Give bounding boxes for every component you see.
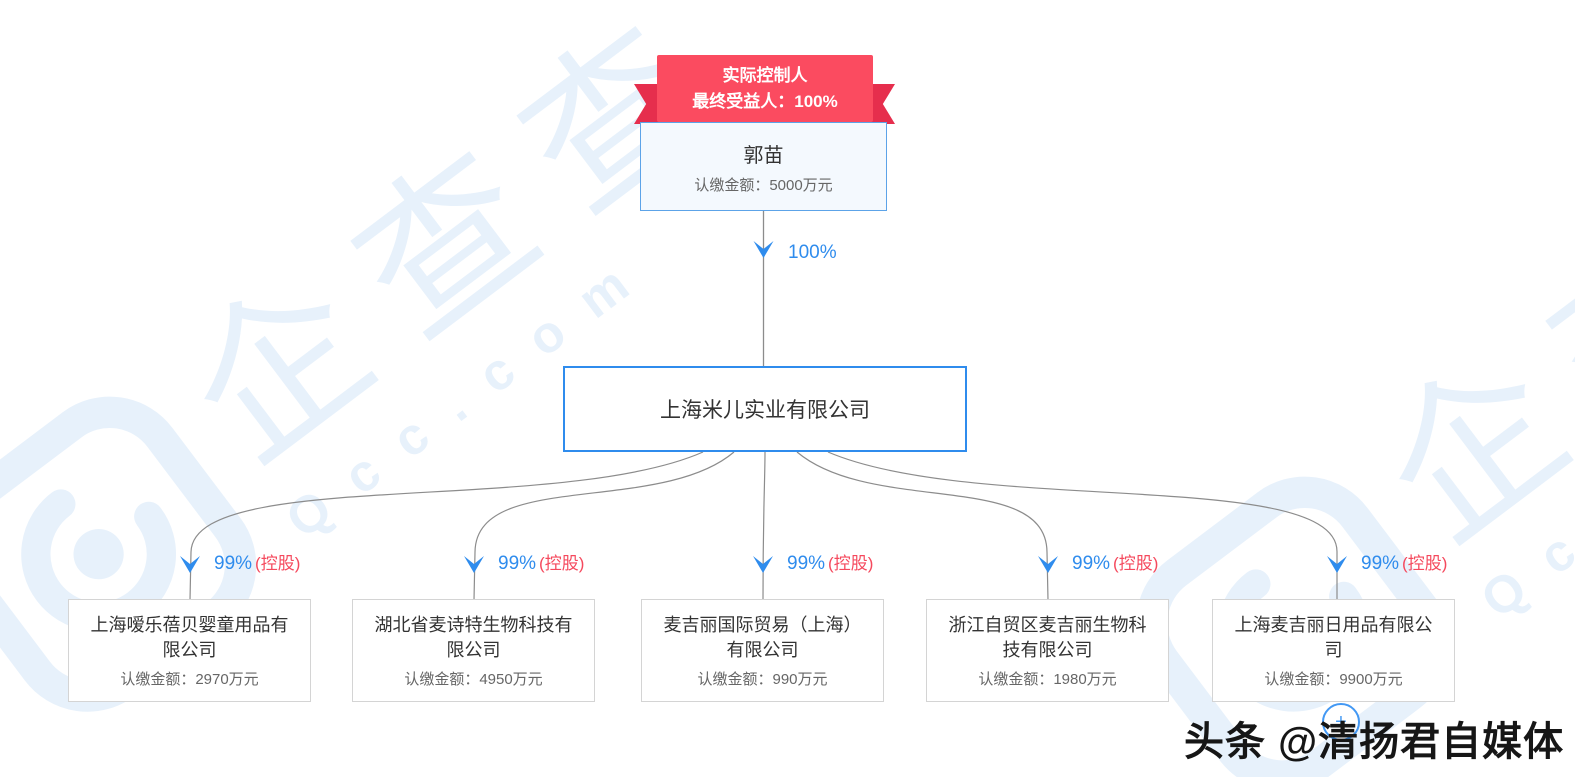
subsidiary-amount: 认缴金额：990万元 xyxy=(697,670,828,688)
ownership-percent: 99% xyxy=(787,553,826,574)
controller-amount: 认缴金额：5000万元 xyxy=(694,177,833,194)
watermark-cn-text: 企查查 xyxy=(1352,50,1575,577)
subsidiary-node[interactable]: 湖北省麦诗特生物科技有限公司 认缴金额：4950万元 xyxy=(352,599,595,702)
subsidiary-node[interactable]: 上海嗳乐蓓贝婴童用品有限公司 认缴金额：2970万元 xyxy=(68,599,311,702)
subsidiary-amount: 认缴金额：4950万元 xyxy=(404,670,543,688)
holding-tag: (控股) xyxy=(828,554,874,573)
subsidiary-name: 上海嗳乐蓓贝婴童用品有限公司 xyxy=(90,614,289,660)
holding-tag: (控股) xyxy=(255,554,301,573)
main-company-name: 上海米儿实业有限公司 xyxy=(660,399,870,422)
controller-ribbon: 实际控制人 最终受益人：100% xyxy=(657,55,873,122)
ownership-percent: 99% xyxy=(1361,553,1400,574)
root-ownership-percent: 100% xyxy=(788,242,837,263)
ownership-label: 99%(控股) xyxy=(787,549,873,575)
ownership-label: 99%(控股) xyxy=(1072,549,1158,575)
subsidiary-node[interactable]: 浙江自贸区麦吉丽生物科技有限公司 认缴金额：1980万元 xyxy=(926,599,1169,702)
ownership-percent: 99% xyxy=(498,553,537,574)
subsidiary-amount: 认缴金额：9900万元 xyxy=(1264,670,1403,688)
controller-name: 郭苗 xyxy=(743,145,784,167)
main-company-node[interactable]: 上海米儿实业有限公司 xyxy=(563,366,967,452)
subsidiary-name: 浙江自贸区麦吉丽生物科技有限公司 xyxy=(948,614,1147,660)
ownership-percent: 99% xyxy=(1072,553,1111,574)
holding-tag: (控股) xyxy=(539,554,585,573)
subsidiary-amount: 认缴金额：2970万元 xyxy=(120,670,259,688)
ribbon-line2: 最终受益人：100% xyxy=(692,92,838,111)
holding-tag: (控股) xyxy=(1402,554,1448,573)
ownership-label: 99%(控股) xyxy=(214,549,300,575)
subsidiary-node[interactable]: 麦吉丽国际贸易（上海）有限公司 认缴金额：990万元 xyxy=(641,599,884,702)
ownership-percent: 99% xyxy=(214,553,253,574)
ribbon-line1: 实际控制人 xyxy=(722,66,808,85)
subsidiary-node[interactable]: 上海麦吉丽日用品有限公司 认缴金额：9900万元 xyxy=(1212,599,1455,702)
subsidiary-amount: 认缴金额：1980万元 xyxy=(978,670,1117,688)
controller-node[interactable]: 郭苗 认缴金额：5000万元 xyxy=(640,122,887,211)
subsidiary-name: 上海麦吉丽日用品有限公司 xyxy=(1234,614,1433,660)
toutiao-author-watermark: 头条 @清扬君自媒体 xyxy=(1184,720,1565,764)
ownership-label: 99%(控股) xyxy=(1361,549,1447,575)
ownership-label: 99%(控股) xyxy=(498,549,584,575)
holding-tag: (控股) xyxy=(1113,554,1159,573)
subsidiary-name: 湖北省麦诗特生物科技有限公司 xyxy=(374,614,573,660)
watermark-en-text: Qcc.com xyxy=(1470,316,1575,630)
subsidiary-name: 麦吉丽国际贸易（上海）有限公司 xyxy=(663,614,862,660)
